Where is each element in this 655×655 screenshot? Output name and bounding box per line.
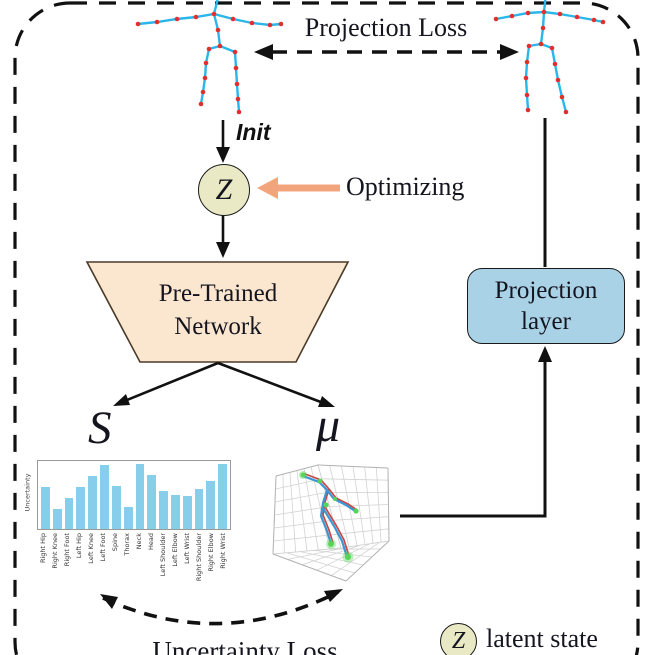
x-tick-label: Right Shoulder xyxy=(194,533,203,582)
x-tick-label: Left Wrist xyxy=(182,533,191,564)
uncertainty-bar xyxy=(123,506,133,529)
uncertainty-bar xyxy=(41,486,50,529)
x-tick: Right Foot xyxy=(63,531,73,597)
x-tick-label: Neck xyxy=(134,533,143,550)
bar-series xyxy=(38,461,230,529)
uncertainty-bar xyxy=(135,464,145,529)
x-tick: Thorax xyxy=(123,531,133,597)
init-label: Init xyxy=(236,119,271,145)
uncertainty-bar xyxy=(147,474,157,529)
projection-layer-line1: Projection xyxy=(494,277,598,304)
s-output-label: S xyxy=(88,402,112,454)
uncertainty-bar xyxy=(52,508,62,529)
legend-latent-text: latent state xyxy=(486,624,598,653)
uncertainty-bar xyxy=(194,488,204,529)
network-trapezoid xyxy=(85,261,350,363)
plot-3d-grid xyxy=(272,464,390,582)
legend-latent-node: Z xyxy=(440,623,477,655)
network-output-arrows xyxy=(113,361,335,407)
uncertainty-bar xyxy=(88,475,98,529)
dashed-border xyxy=(13,1,640,655)
init-arrow xyxy=(216,120,230,163)
x-tick: Right Wrist xyxy=(219,531,228,597)
projection-loss-label: Projection Loss xyxy=(304,13,468,42)
skeleton-2d-right-icon xyxy=(493,0,606,115)
network-label-line1: Pre-Trained xyxy=(158,280,278,307)
uncertainty-bar xyxy=(206,481,216,529)
x-tick: Spine xyxy=(111,531,121,597)
projection-loss-arrow xyxy=(254,44,519,60)
x-tick-label: Left Knee xyxy=(87,533,96,564)
x-tick-label: Spine xyxy=(111,533,120,552)
x-tick: Right Knee xyxy=(51,531,61,597)
x-tick: Left Wrist xyxy=(183,531,192,597)
x-tick-label: Right Hip xyxy=(39,533,48,564)
mu-output-label: μ xyxy=(316,399,341,452)
legend-latent-symbol: Z xyxy=(451,628,466,654)
x-tick-label: Right Foot xyxy=(63,533,72,567)
network-label: Pre-Trained Network xyxy=(103,277,333,343)
uncertainty-bar xyxy=(170,495,180,529)
x-tick: Right Elbow xyxy=(207,531,216,597)
uncertainty-bar-chart xyxy=(37,460,231,530)
x-tick: Left Shoulder xyxy=(159,531,168,597)
x-tick: Right Shoulder xyxy=(195,531,204,597)
uncertainty-bar xyxy=(159,490,168,529)
x-tick: Head xyxy=(147,531,156,597)
projection-layer-line2: layer xyxy=(521,308,571,335)
x-tick: Left Elbow xyxy=(171,531,180,597)
skeleton-3d xyxy=(299,471,359,563)
uncertainty-bar xyxy=(76,486,86,529)
mu-to-projection-connector xyxy=(400,346,552,518)
uncertainty-bar xyxy=(64,497,74,529)
x-tick-label: Left Elbow xyxy=(170,533,179,567)
uncertainty-bar xyxy=(218,464,227,529)
x-tick-label: Left Hip xyxy=(75,533,84,559)
optimizing-arrow xyxy=(257,177,340,199)
skeleton-2d-left-icon xyxy=(135,0,284,115)
x-tick-label: Right Knee xyxy=(51,533,60,569)
latent-to-network-arrow xyxy=(216,214,230,258)
x-tick-label: Left Foot xyxy=(99,533,108,562)
x-tick: Left Knee xyxy=(87,531,97,597)
network-label-line2: Network xyxy=(174,313,262,340)
uncertainty-bar xyxy=(111,486,121,529)
uncertainty-loss-label: Uncertainty Loss xyxy=(152,636,338,655)
latent-state-node: Z xyxy=(198,164,250,216)
optimizing-label: Optimizing xyxy=(346,172,465,201)
projection-layer-box: Projection layer xyxy=(467,268,625,344)
uncertainty-bar xyxy=(182,496,192,529)
x-tick: Left Hip xyxy=(75,531,85,597)
uncertainty-bar xyxy=(100,465,109,529)
chart-y-axis-label: Uncertainty xyxy=(23,473,32,512)
x-tick: Left Foot xyxy=(99,531,109,597)
x-tick: Neck xyxy=(134,531,145,597)
x-tick-label: Right Wrist xyxy=(218,533,227,569)
x-tick-label: Left Shoulder xyxy=(158,533,167,577)
uncertainty-loss-arrow xyxy=(100,589,343,626)
x-tick-label: Thorax xyxy=(123,533,132,556)
x-tick-label: Right Elbow xyxy=(206,533,215,572)
latent-symbol: Z xyxy=(215,173,233,206)
x-tick-label: Head xyxy=(146,533,155,550)
x-tick: Right Hip xyxy=(39,531,49,597)
